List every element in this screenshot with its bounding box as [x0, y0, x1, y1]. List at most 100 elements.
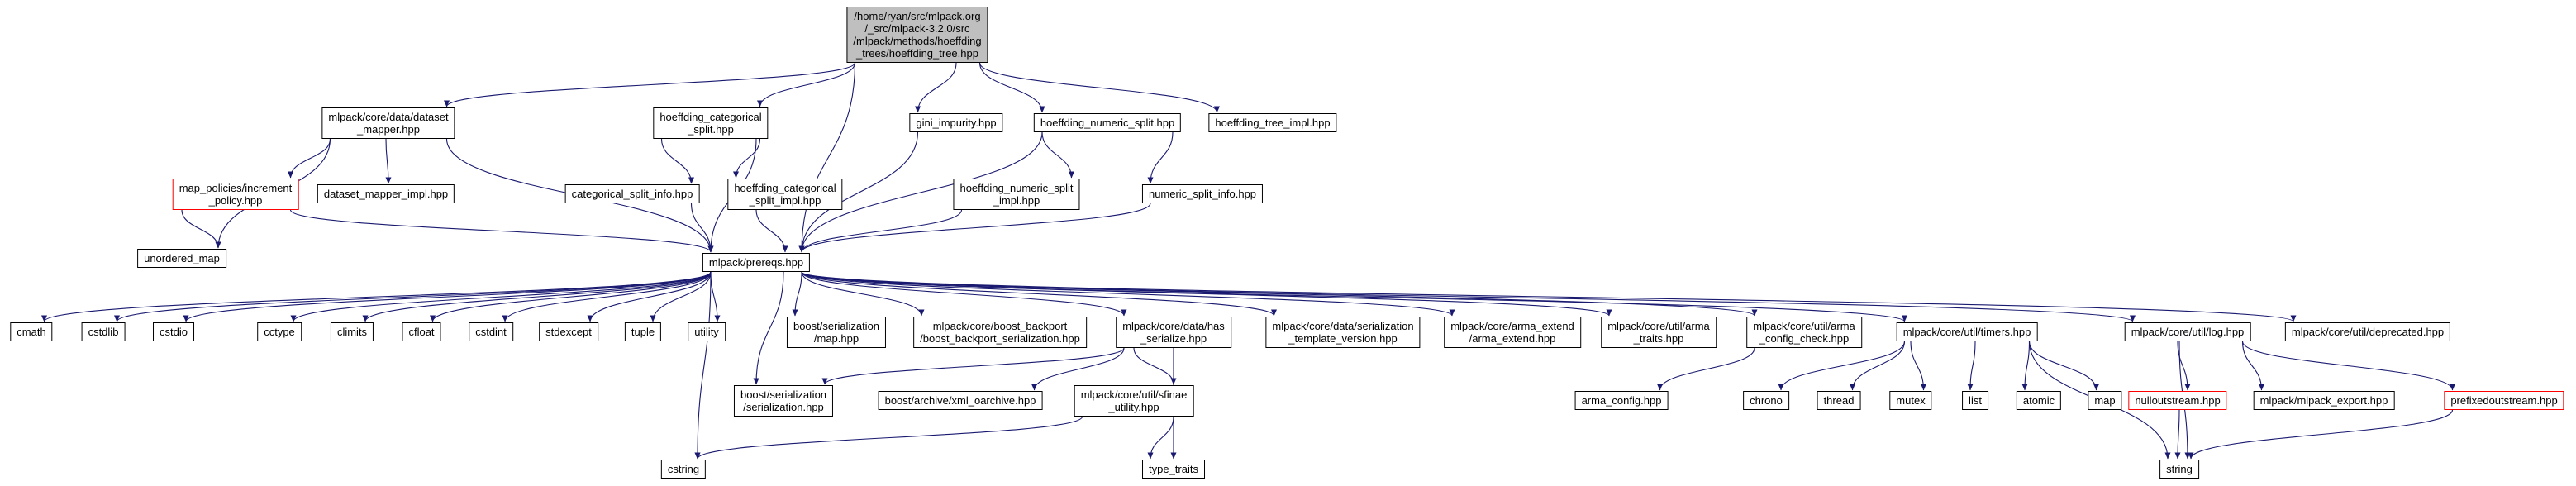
node-label-line: boost/serialization: [793, 320, 880, 332]
node-cfloat: cfloat: [402, 322, 441, 341]
node-arma_config: arma_config.hpp: [1574, 391, 1669, 410]
node-label-line: mlpack/core/data/serialization: [1272, 320, 1414, 332]
node-label-line: cfloat: [408, 326, 435, 338]
node-hoeffding_tree_impl[interactable]: hoeffding_tree_impl.hpp: [1208, 113, 1337, 132]
node-label-line: utility: [694, 326, 719, 338]
node-label-line: cctype: [264, 326, 295, 338]
node-label-line: hoeffding_tree_impl.hpp: [1215, 117, 1331, 129]
node-label-line: atomic: [2022, 394, 2055, 407]
node-label-line: mlpack/core/data/dataset: [328, 111, 449, 123]
node-cstdlib: cstdlib: [81, 322, 126, 341]
node-label-line: categorical_split_info.hpp: [571, 188, 693, 200]
node-label-line: /mlpack/methods/hoeffding: [853, 35, 982, 47]
node-label-line: /map.hpp: [813, 332, 859, 345]
node-label-line: unordered_map: [144, 252, 220, 264]
node-label-line: _mapper.hpp: [357, 123, 420, 136]
node-label-line: map: [2094, 394, 2116, 407]
node-label-line: string: [2166, 463, 2193, 475]
node-label-line: mlpack/mlpack_export.hpp: [2259, 394, 2388, 407]
node-label-line: _impl.hpp: [993, 194, 1040, 207]
node-type_traits: type_traits: [1142, 460, 1205, 479]
node-hoeffding_categorical_split[interactable]: hoeffding_categorical_split.hpp: [653, 107, 769, 139]
node-label-line: list: [1969, 394, 1982, 407]
node-label-line: hoeffding_numeric_split.hpp: [1040, 117, 1175, 129]
node-arma_extend[interactable]: mlpack/core/arma_extend/arma_extend.hpp: [1444, 317, 1581, 348]
node-mlpack_export: mlpack/mlpack_export.hpp: [2253, 391, 2395, 410]
node-cstdint: cstdint: [469, 322, 513, 341]
node-label-line: _template_version.hpp: [1288, 332, 1398, 345]
node-label-line: nulloutstream.hpp: [2135, 394, 2221, 407]
node-label-line: mlpack/core/util/deprecated.hpp: [2291, 326, 2445, 338]
node-prefixedoutstream[interactable]: prefixedoutstream.hpp: [2444, 391, 2564, 410]
node-categorical_split_info[interactable]: categorical_split_info.hpp: [564, 184, 700, 203]
node-label-line: /_src/mlpack-3.2.0/src: [864, 22, 970, 35]
node-label-line: _policy.hpp: [208, 194, 263, 207]
node-label-line: arma_config.hpp: [1581, 394, 1662, 407]
node-increment_policy[interactable]: map_policies/increment_policy.hpp: [172, 179, 299, 210]
node-chrono: chrono: [1743, 391, 1789, 410]
node-hoeffding_categorical_split_impl[interactable]: hoeffding_categorical_split_impl.hpp: [727, 179, 843, 210]
node-hoeffding_numeric_split[interactable]: hoeffding_numeric_split.hpp: [1033, 113, 1182, 132]
node-label-line: map_policies/increment: [179, 182, 293, 194]
node-root: /home/ryan/src/mlpack.org/_src/mlpack-3.…: [846, 7, 988, 63]
node-label-line: boost/serialization: [740, 388, 827, 401]
node-has_serialize[interactable]: mlpack/core/data/has_serialize.hpp: [1116, 317, 1231, 348]
node-list: list: [1962, 391, 1988, 410]
node-log[interactable]: mlpack/core/util/log.hpp: [2124, 322, 2251, 341]
node-label-line: _split_impl.hpp: [749, 194, 821, 207]
node-label-line: mlpack/core/data/has: [1122, 320, 1225, 332]
node-dataset_mapper[interactable]: mlpack/core/data/dataset_mapper.hpp: [321, 107, 455, 139]
node-sfinae_utility[interactable]: mlpack/core/util/sfinae_utility.hpp: [1074, 385, 1194, 417]
node-tuple: tuple: [624, 322, 662, 341]
node-label-line: /boost_backport_serialization.hpp: [920, 332, 1080, 345]
node-label-line: chrono: [1750, 394, 1783, 407]
node-label-line: cstring: [667, 463, 700, 475]
node-label-line: cstdio: [160, 326, 188, 338]
node-label-line: mlpack/core/util/timers.hpp: [1902, 326, 2031, 338]
node-serialization_template_version[interactable]: mlpack/core/data/serialization_template_…: [1265, 317, 1421, 348]
node-label-line: mutex: [1896, 394, 1926, 407]
node-label-line: mlpack/core/util/log.hpp: [2131, 326, 2245, 338]
node-label-line: hoeffding_categorical: [734, 182, 836, 194]
node-label-line: climits: [336, 326, 368, 338]
node-unordered_map: unordered_map: [137, 249, 226, 268]
node-label-line: mlpack/core/util/arma: [1753, 320, 1855, 332]
node-label-line: _config_check.hpp: [1759, 332, 1850, 345]
node-label-line: tuple: [631, 326, 655, 338]
node-stdexcept: stdexcept: [539, 322, 598, 341]
node-arma_traits[interactable]: mlpack/core/util/arma_traits.hpp: [1601, 317, 1717, 348]
node-map: map: [2088, 391, 2122, 410]
node-hoeffding_numeric_split_impl[interactable]: hoeffding_numeric_split_impl.hpp: [953, 179, 1080, 210]
node-label-line: prefixedoutstream.hpp: [2450, 394, 2558, 407]
node-cctype: cctype: [257, 322, 302, 341]
node-mutex: mutex: [1889, 391, 1932, 410]
node-label-line: _traits.hpp: [1633, 332, 1684, 345]
node-thread: thread: [1817, 391, 1861, 410]
node-nulloutstream[interactable]: nulloutstream.hpp: [2128, 391, 2227, 410]
node-numeric_split_info[interactable]: numeric_split_info.hpp: [1141, 184, 1264, 203]
node-label-line: _split.hpp: [688, 123, 734, 136]
node-dataset_mapper_impl[interactable]: dataset_mapper_impl.hpp: [317, 184, 455, 203]
node-timers[interactable]: mlpack/core/util/timers.hpp: [1896, 322, 2038, 341]
node-label-line: dataset_mapper_impl.hpp: [323, 188, 449, 200]
node-arma_config_check[interactable]: mlpack/core/util/arma_config_check.hpp: [1746, 317, 1862, 348]
node-deprecated[interactable]: mlpack/core/util/deprecated.hpp: [2284, 322, 2451, 341]
node-label-line: mlpack/prereqs.hpp: [708, 256, 804, 269]
node-label-line: boost/archive/xml_oarchive.hpp: [884, 394, 1036, 407]
node-cstring: cstring: [660, 460, 707, 479]
node-label-line: /home/ryan/src/mlpack.org: [854, 10, 981, 22]
node-utility: utility: [688, 322, 726, 341]
node-boost_backport_serialization[interactable]: mlpack/core/boost_backport/boost_backpor…: [913, 317, 1087, 348]
node-label-line: mlpack/core/boost_backport: [932, 320, 1068, 332]
node-label-line: cmath: [17, 326, 46, 338]
node-prereqs[interactable]: mlpack/prereqs.hpp: [702, 253, 811, 272]
node-gini_impurity[interactable]: gini_impurity.hpp: [909, 113, 1003, 132]
node-label-line: hoeffding_numeric_split: [959, 182, 1074, 194]
node-label-line: _utility.hpp: [1108, 401, 1159, 413]
node-boost_serialization_map: boost/serialization/map.hpp: [786, 317, 887, 348]
node-label-line: cstdint: [475, 326, 507, 338]
node-climits: climits: [330, 322, 374, 341]
node-boost_serialization: boost/serialization/serialization.hpp: [733, 385, 834, 417]
